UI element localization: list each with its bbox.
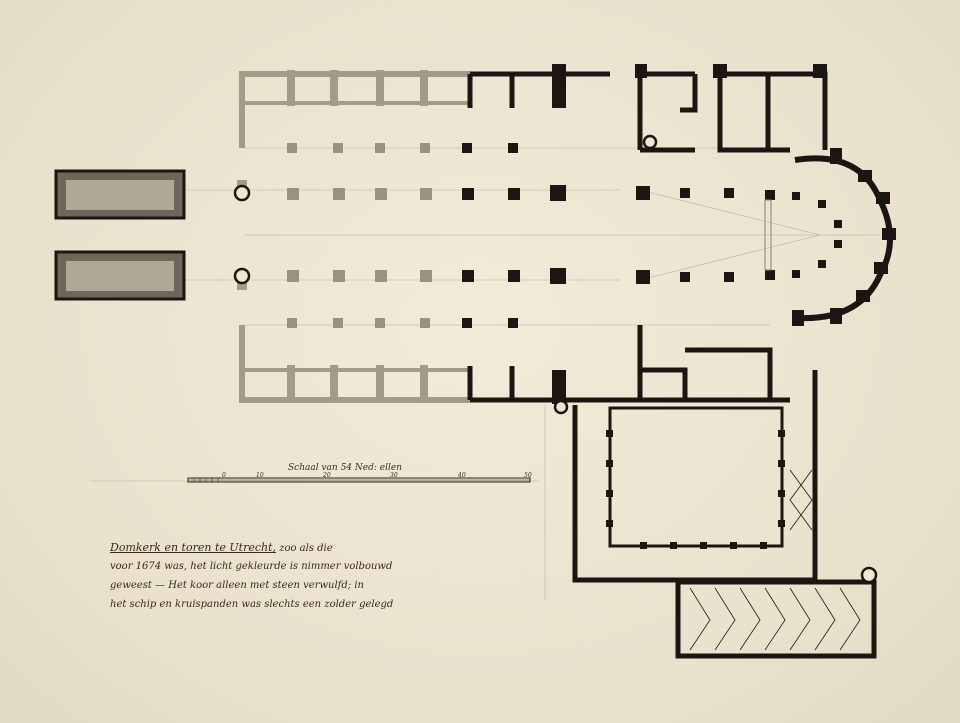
scale-tick-label: 10 [256,472,264,479]
chapter-house [675,469,877,659]
west-tower [54,169,186,301]
scale-title: Schaal van 54 Ned: ellen [288,463,402,473]
scale-tick-label: 40 [458,472,466,479]
apse-buttresses [792,148,896,326]
stair-turrets [233,134,878,584]
scale-bar [187,477,531,483]
cloister-columns [606,430,785,549]
scale-tick-label: 0 [222,472,226,479]
built-walls [467,71,828,583]
cloister [608,406,784,548]
caption-line-1: Domkerk en toren te Utrecht, zoo als die [110,538,440,558]
caption-line-2: voor 1674 was, het licht gekleurde is ni… [110,561,393,572]
caption-title-rest: zoo als die [279,543,333,554]
scale-tick-label: 50 [524,472,532,479]
construction-lines [90,147,880,600]
scale-tick-label: 30 [390,472,398,479]
scale-tick-label: 20 [323,472,331,479]
built-piers [462,143,842,328]
nave-walls-unbuilt [239,71,470,403]
choir-screen [764,199,772,271]
built-buttresses [552,64,827,404]
caption-line-3: geweest — Het koor alleen met steen verw… [110,580,364,591]
choir-apse [794,155,893,322]
caption-title: Domkerk en toren te Utrecht, [110,541,276,554]
caption-line-4: het schip en kruispanden was slechts een… [110,599,394,610]
nave-buttresses-unbuilt [237,70,428,403]
nave-piers [287,143,432,328]
